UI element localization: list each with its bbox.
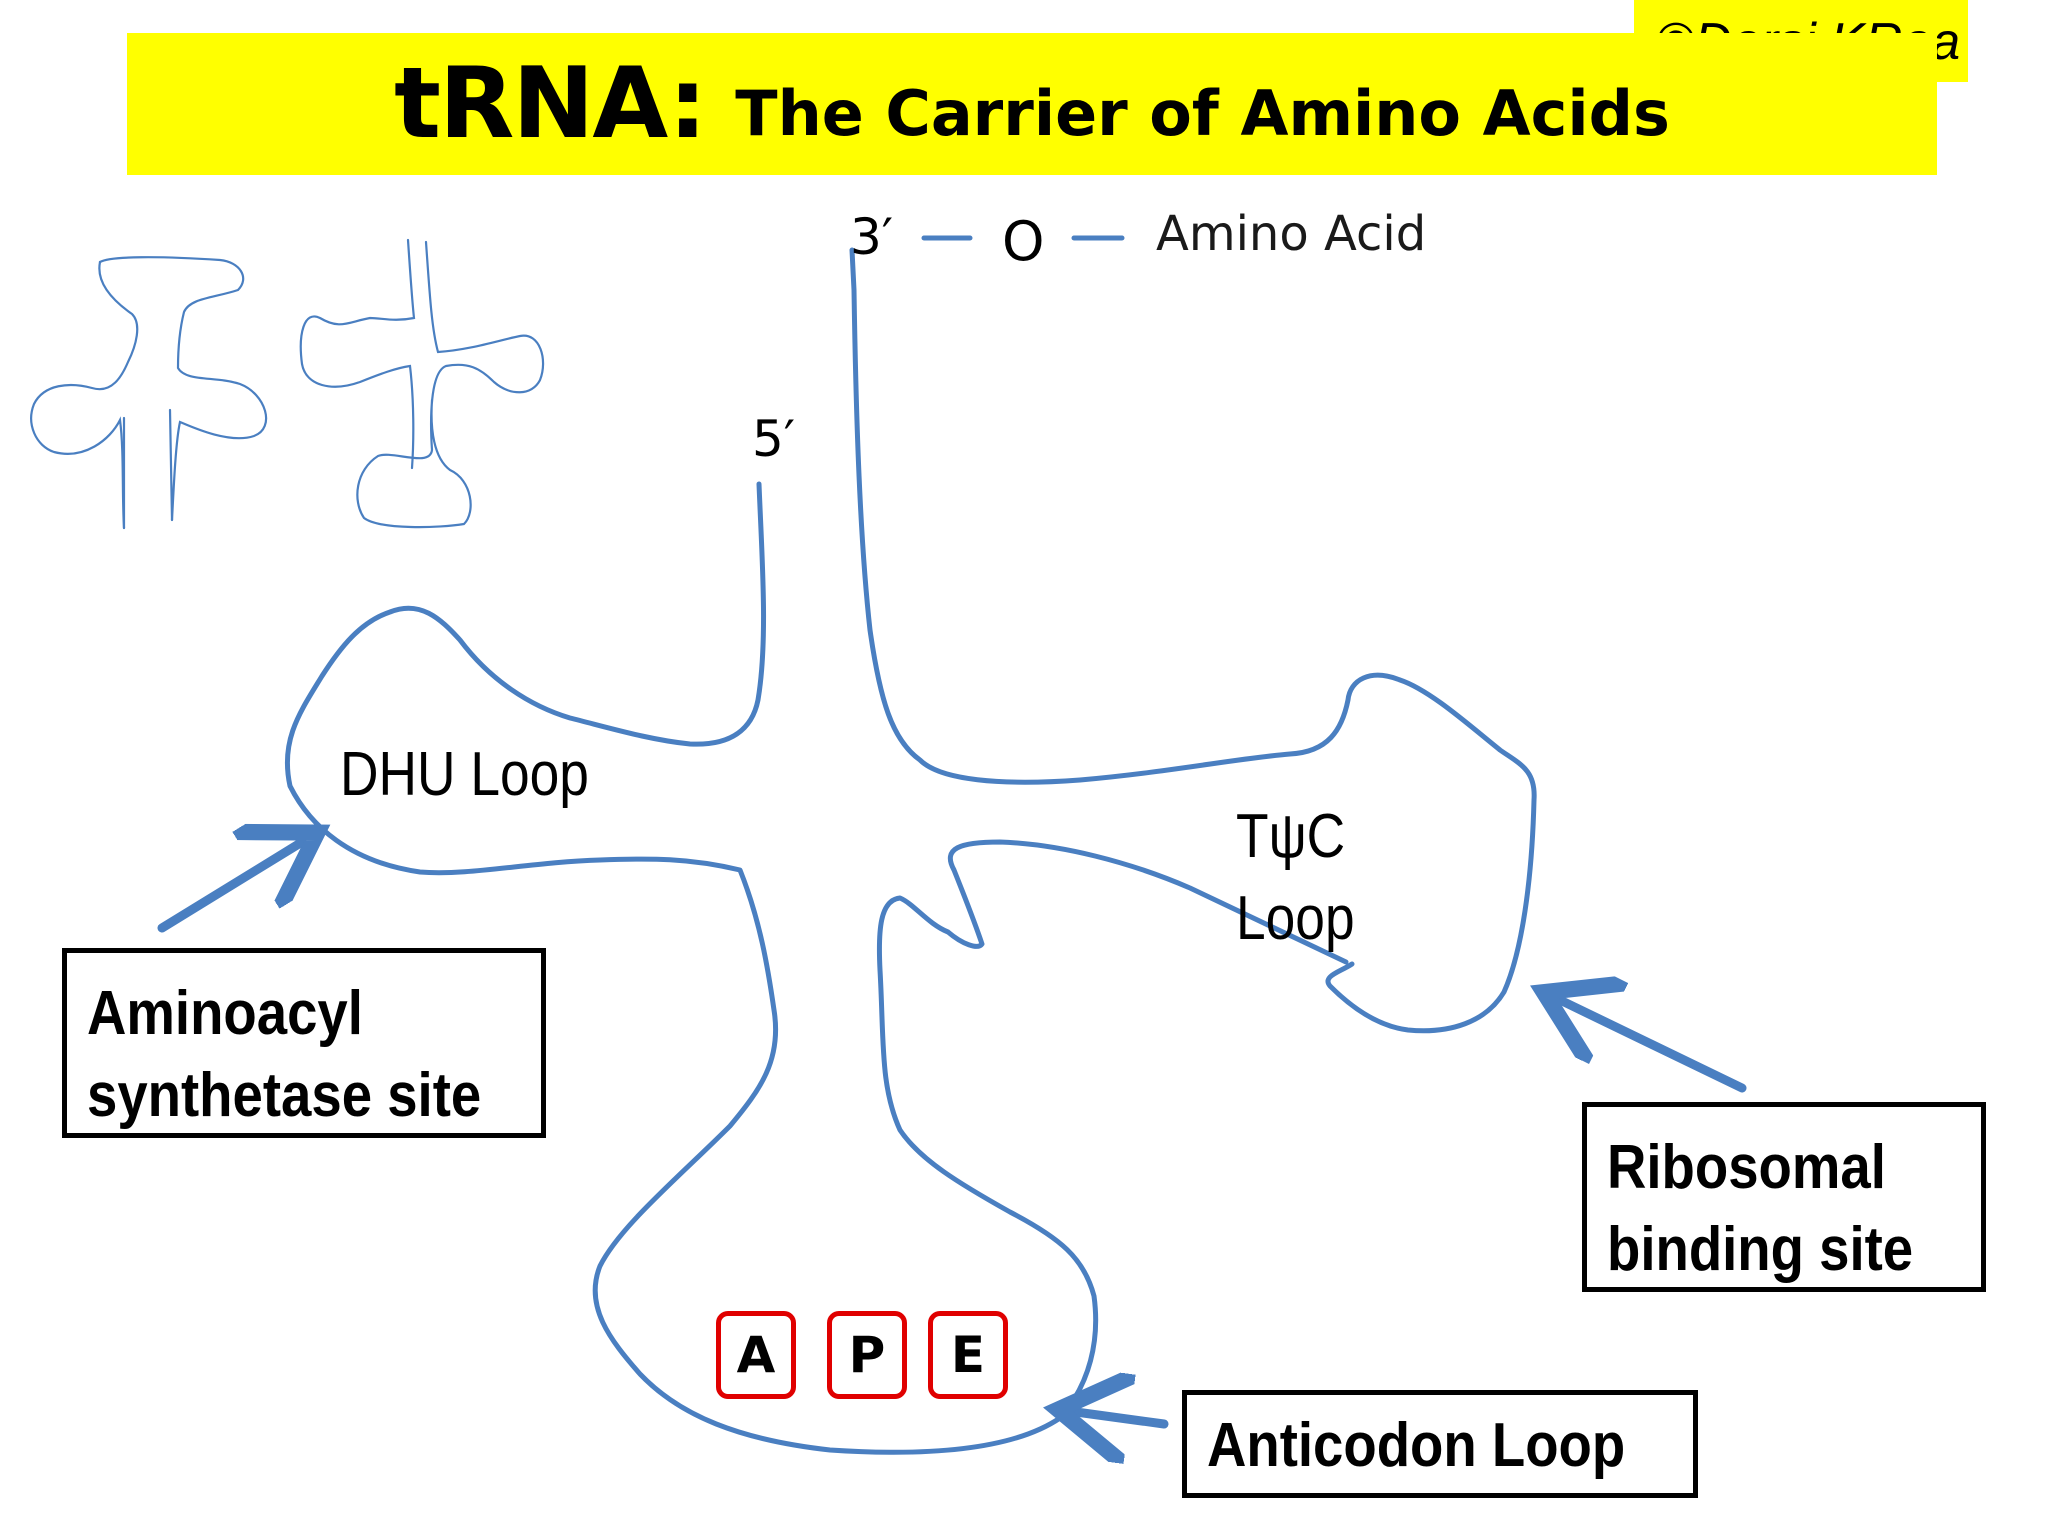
aminoacyl-callout: Aminoacyl synthetase site [62, 948, 546, 1138]
sketch-trna-cloverleaf-1 [30, 256, 268, 530]
aminoacyl-line1: Aminoacyl [87, 979, 363, 1048]
dhu-loop-label: DHU Loop [340, 740, 589, 809]
arrow-ribosomal [1560, 1000, 1747, 1093]
ribosomal-line2: binding site [1607, 1215, 1914, 1284]
tpsic-loop-label-line1: TψC [1236, 802, 1346, 871]
tpsic-loop-label-line2: Loop [1236, 884, 1355, 953]
ribosomal-callout: Ribosomal binding site [1582, 1102, 1986, 1292]
five-prime-label: 5′ [752, 410, 796, 468]
anticodon-callout: Anticodon Loop [1182, 1390, 1698, 1498]
trna-strand [284, 481, 1349, 1455]
aminoacyl-line2: synthetase site [87, 1061, 482, 1130]
amino-acid-label: Amino Acid [1156, 206, 1427, 262]
arrow-anticodon [1076, 1412, 1169, 1424]
site-e-box: E [928, 1311, 1008, 1399]
oxygen-label: O [1002, 210, 1045, 273]
trna-strand-tpsic [849, 247, 1537, 1034]
page-subtitle: The Carrier of Amino Acids [735, 76, 1670, 150]
site-p-box: P [827, 1311, 907, 1399]
anticodon-label: Anticodon Loop [1207, 1411, 1626, 1480]
arrow-aminoacyl [157, 842, 302, 933]
ribosomal-line1: Ribosomal [1607, 1133, 1886, 1202]
sketch-trna-cloverleaf-2 [299, 238, 545, 529]
title-banner: tRNA: The Carrier of Amino Acids [127, 33, 1937, 175]
three-prime-label: 3′ [850, 208, 894, 266]
site-a-box: A [716, 1311, 796, 1399]
page-title: tRNA: [394, 47, 707, 161]
arrows [157, 842, 1747, 1424]
